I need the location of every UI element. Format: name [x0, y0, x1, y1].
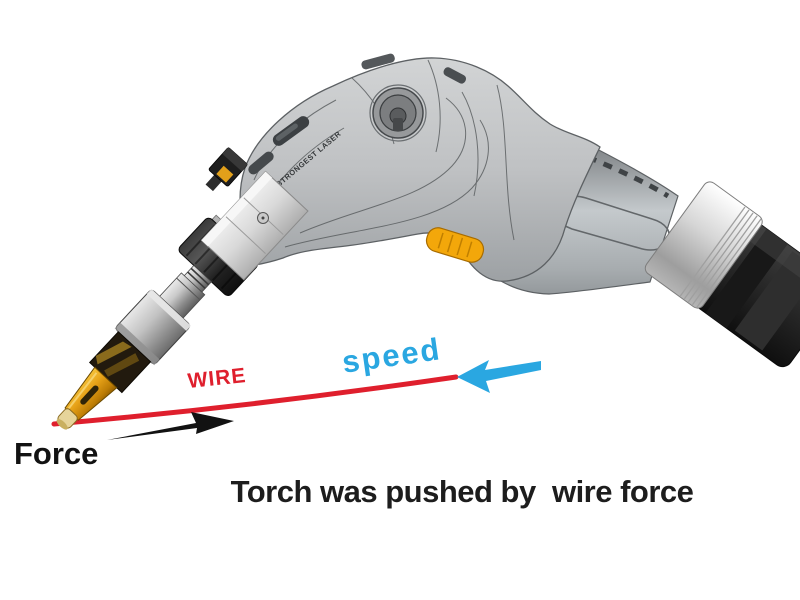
speed-label: speed: [340, 331, 444, 380]
vent-slot: [248, 151, 274, 175]
trigger-button: [425, 227, 485, 263]
wire-feed-bracket: [205, 147, 248, 192]
torch-illustration: STRONGEST LASER: [56, 53, 800, 430]
speed-arrow-icon: [457, 360, 541, 393]
caption: Torch was pushed by wire force: [231, 474, 694, 509]
wire-label: WIRE: [187, 364, 248, 393]
dial-knob: [369, 84, 427, 142]
force-label: Force: [14, 436, 98, 471]
front-plate: [200, 170, 309, 281]
vent-slot: [443, 67, 467, 84]
screw-center: [261, 216, 265, 220]
wire-line: [51, 374, 459, 427]
torch-body: [239, 57, 601, 282]
nozzle-tip: [56, 366, 118, 430]
vent-slot: [361, 53, 395, 70]
vent-slot: [272, 116, 310, 146]
grip-texture: [571, 148, 670, 199]
force-arrow-icon: [107, 412, 234, 440]
thread-collar: [644, 181, 763, 309]
